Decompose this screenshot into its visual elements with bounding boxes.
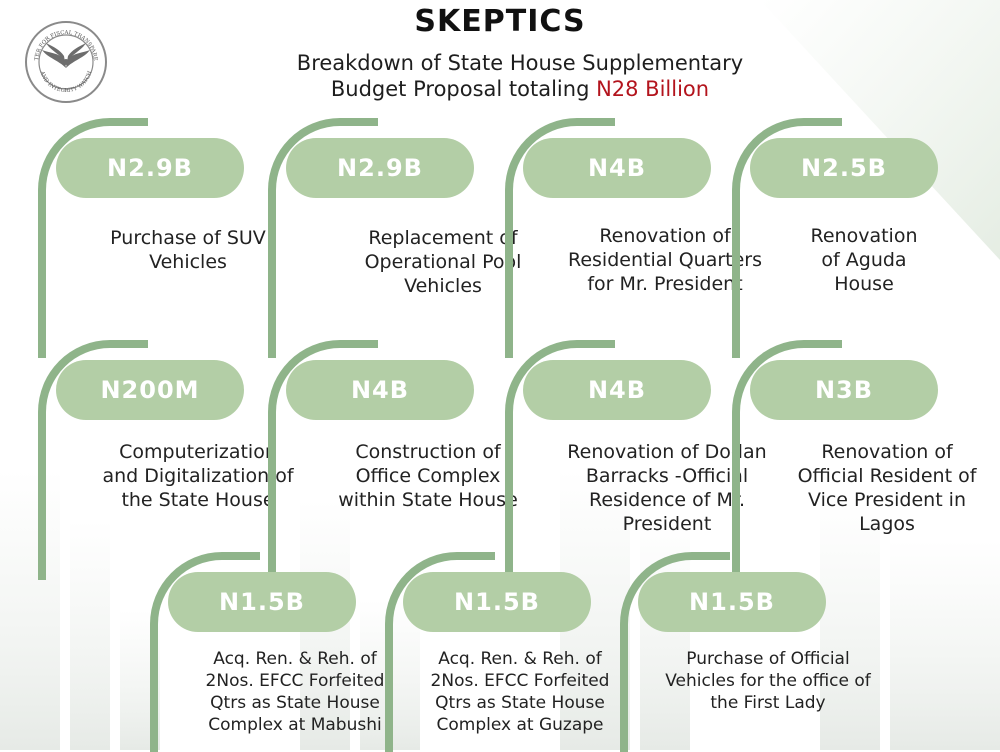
description-line: Renovation — [810, 225, 918, 247]
subtitle-total-amount: N28 Billion — [596, 77, 710, 101]
subtitle-line-2: Budget Proposal totaling N28 Billion — [250, 76, 790, 102]
description-line: Residence of Mr. — [588, 489, 746, 511]
description-line: the State House — [121, 489, 275, 511]
description-line: Computerization — [119, 441, 277, 463]
amount-badge: N4B — [523, 360, 711, 420]
description-line: Purchase of Official — [686, 649, 850, 669]
description-line: Qtrs as State House — [210, 693, 380, 713]
card-arc-decoration — [385, 552, 495, 752]
description-line: Lagos — [859, 513, 915, 535]
card-arc-decoration — [268, 340, 378, 580]
description-line: Vehicles — [404, 275, 482, 297]
description-line: Complex at Guzape — [436, 715, 604, 735]
amount-badge: N1.5B — [403, 572, 591, 632]
card-arc-decoration — [505, 340, 615, 580]
card-arc-decoration — [38, 340, 148, 580]
card-arc-decoration — [505, 118, 615, 358]
card-arc-decoration — [732, 118, 842, 358]
amount-badge: N1.5B — [638, 572, 826, 632]
description-line: Renovation of Dodan — [567, 441, 767, 463]
amount-badge: N4B — [286, 360, 474, 420]
amount-badge: N2.9B — [286, 138, 474, 198]
description-line: Acq. Ren. & Reh. of — [438, 649, 602, 669]
subtitle-line-2-prefix: Budget Proposal totaling — [330, 77, 597, 101]
card-arc-decoration — [732, 340, 842, 580]
page-title: SKEPTICS — [414, 4, 586, 39]
description-line: Renovation of — [821, 441, 953, 463]
description-line: Vice President in — [807, 489, 967, 511]
center-fiscal-transparency-logo: CENTER FOR FISCAL TRANSPARENCY AND INTEG… — [21, 16, 108, 104]
description-line: for Mr. President — [587, 273, 743, 295]
description-line: Acq. Ren. & Reh. of — [213, 649, 377, 669]
description-line: Office Complex — [355, 465, 501, 487]
description-line: President — [622, 513, 712, 535]
amount-badge: N2.5B — [750, 138, 938, 198]
card-arc-decoration — [268, 118, 378, 358]
description-line: 2Nos. EFCC Forfeited — [205, 671, 385, 691]
amount-badge: N200M — [56, 360, 244, 420]
description-line: of Aguda — [821, 249, 907, 271]
description-line: Renovation of — [599, 225, 731, 247]
card-arc-decoration — [150, 552, 260, 752]
amount-badge: N1.5B — [168, 572, 356, 632]
card-arc-decoration — [620, 552, 730, 752]
description-line: Residential Quarters — [568, 249, 762, 271]
description-line: Operational Pool — [364, 251, 522, 273]
card-arc-decoration — [38, 118, 148, 358]
description-line: Vehicles for the office of — [665, 671, 871, 691]
description-line: Purchase of SUV — [110, 227, 266, 249]
description-line: House — [834, 273, 894, 295]
page-subtitle: Breakdown of State House Supplementary B… — [250, 50, 790, 102]
description-line: the First Lady — [710, 693, 826, 713]
description-line: 2Nos. EFCC Forfeited — [430, 671, 610, 691]
subtitle-line-1: Breakdown of State House Supplementary — [296, 51, 744, 75]
eagle-wings-icon — [42, 43, 90, 68]
amount-badge: N4B — [523, 138, 711, 198]
description-line: Barracks -Official — [585, 465, 749, 487]
description-line: Complex at Mabushi — [208, 715, 382, 735]
amount-badge: N2.9B — [56, 138, 244, 198]
amount-badge: N3B — [750, 360, 938, 420]
description-line: Construction of — [355, 441, 501, 463]
description-line: Official Resident of — [797, 465, 977, 487]
description-line: Vehicles — [149, 251, 227, 273]
description-line: Qtrs as State House — [435, 693, 605, 713]
description-line: Replacement of — [368, 227, 518, 249]
description-line: within State House — [338, 489, 518, 511]
description-line: and Digitalization of — [102, 465, 294, 487]
